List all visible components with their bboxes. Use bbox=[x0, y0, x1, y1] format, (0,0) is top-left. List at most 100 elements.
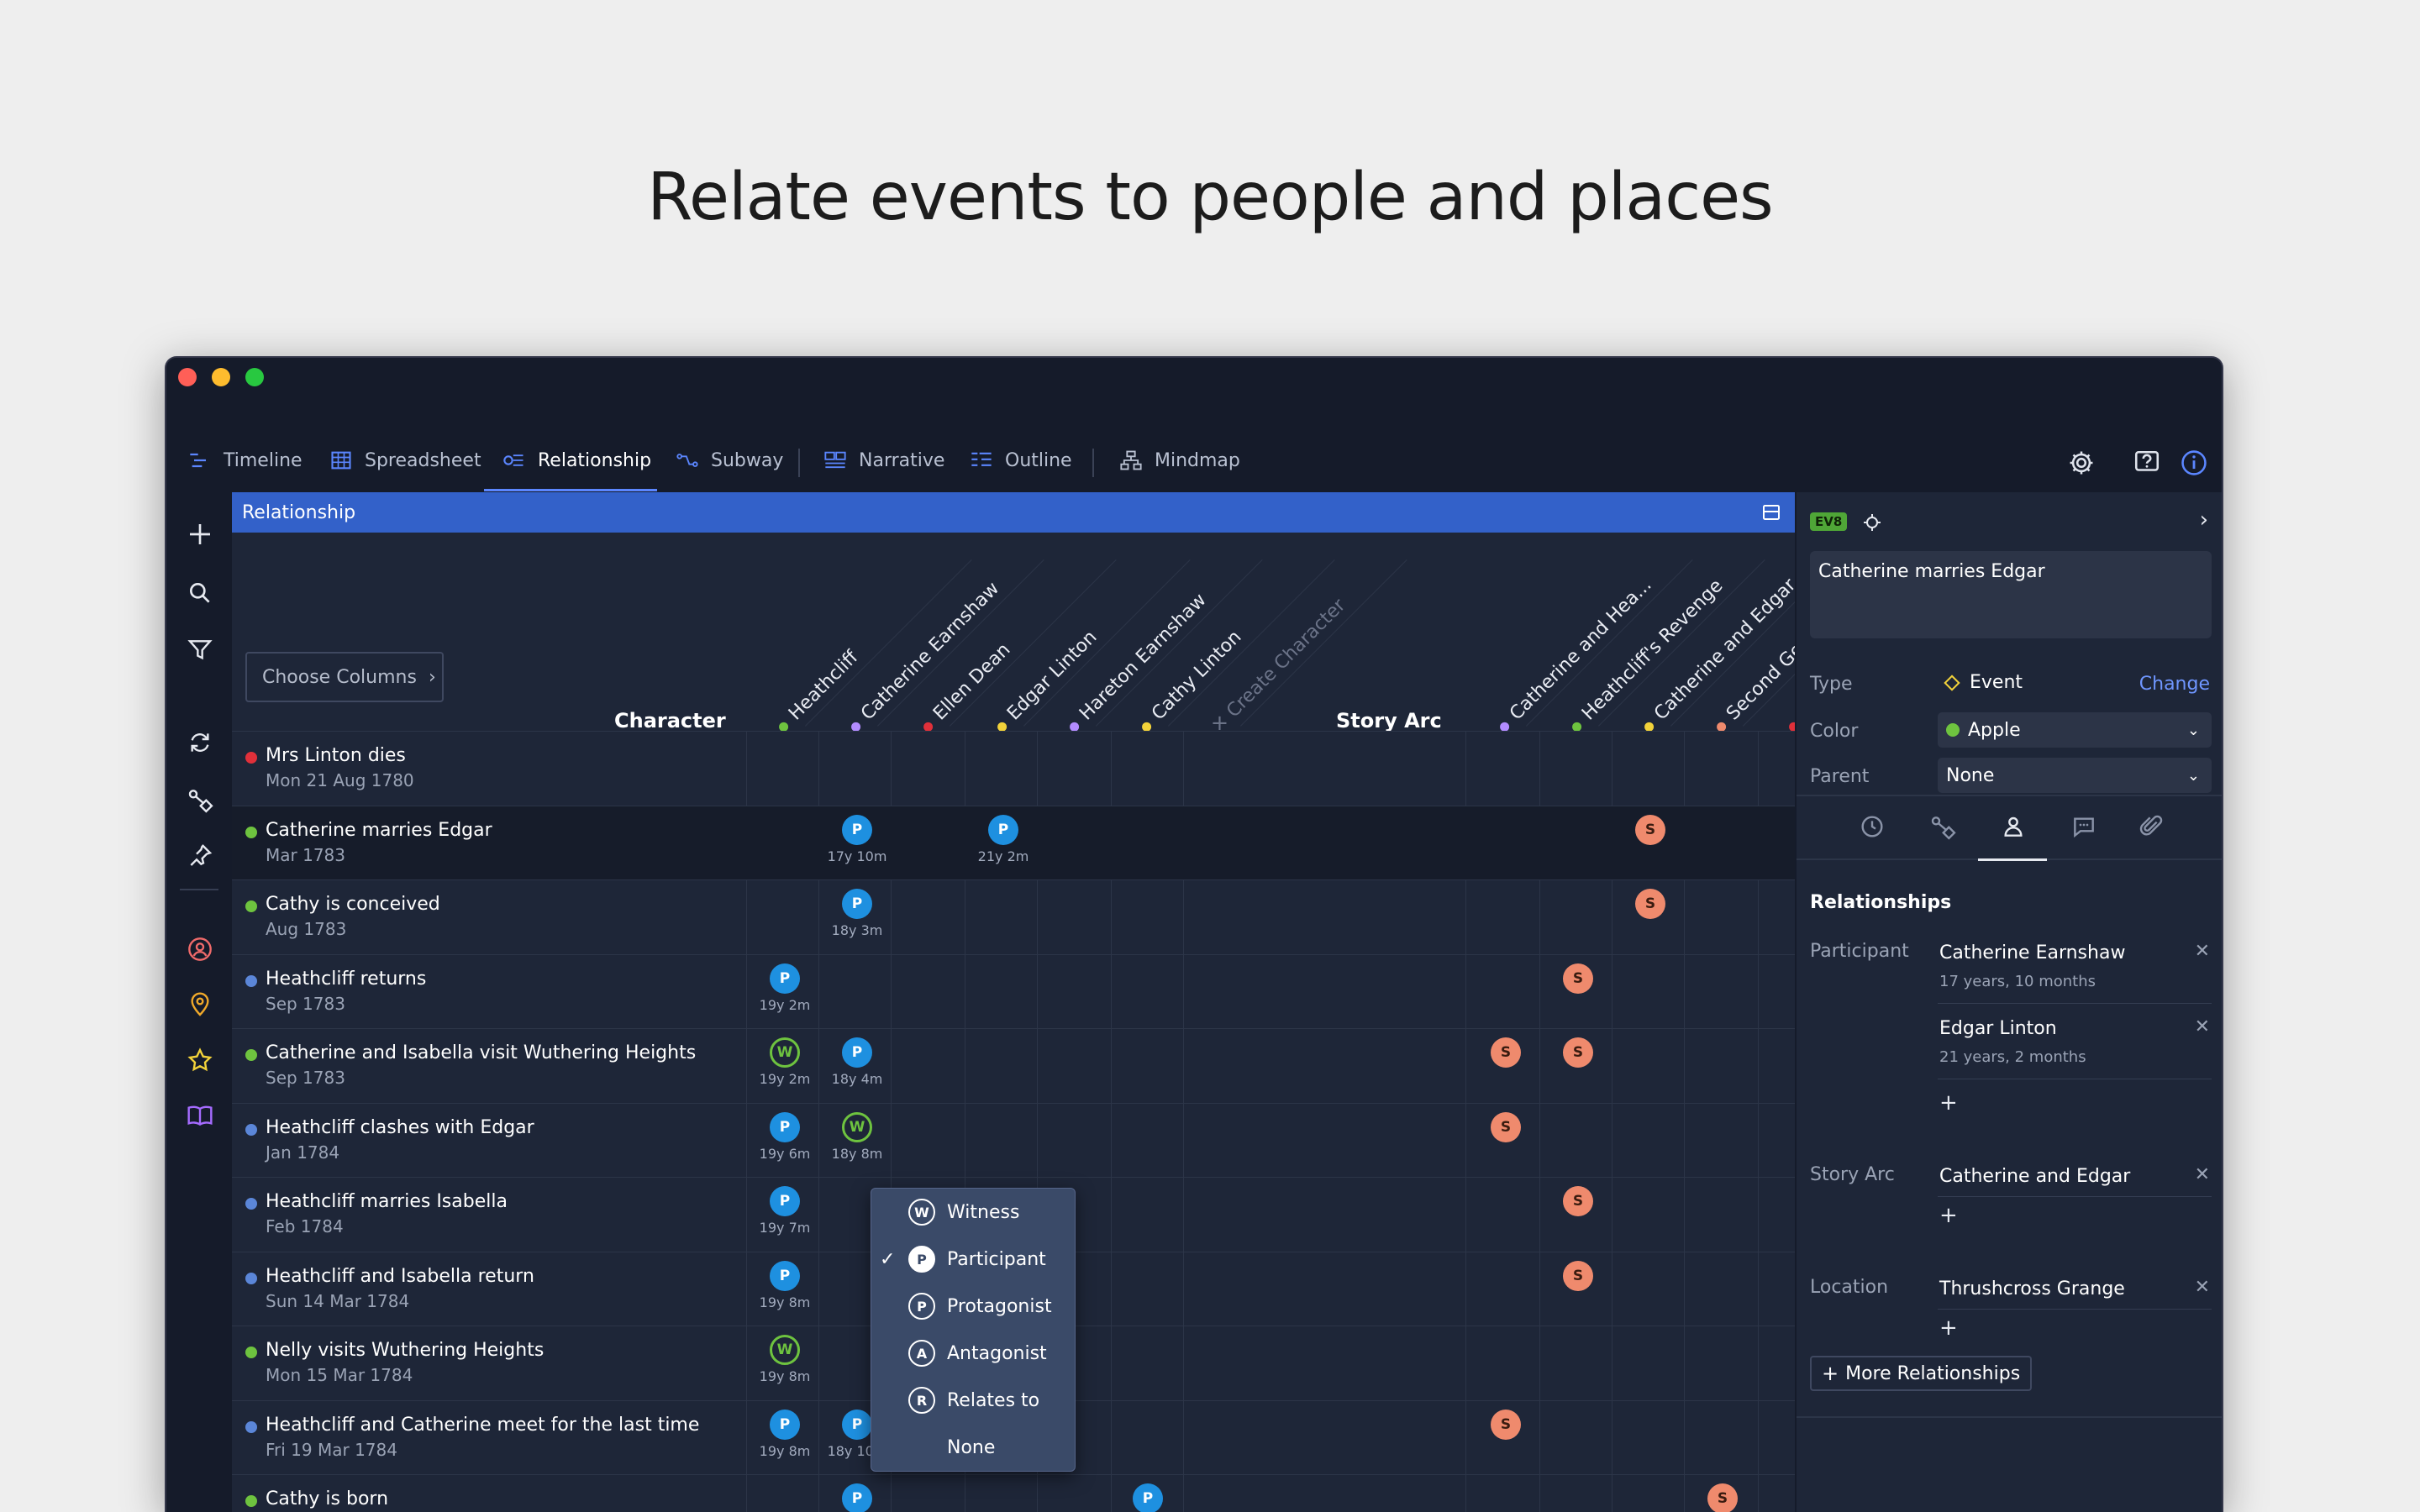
choose-columns-button[interactable]: Choose Columns› bbox=[245, 652, 444, 702]
role-badge[interactable]: W bbox=[842, 1111, 872, 1142]
tab-outline[interactable]: Outline bbox=[966, 442, 1072, 479]
remove-story-arc-icon[interactable]: ✕ bbox=[2194, 1164, 2210, 1185]
role-badge[interactable]: P bbox=[770, 963, 800, 994]
story-arc-value[interactable]: Catherine and Edgar bbox=[1939, 1166, 2131, 1187]
role-badge[interactable]: P bbox=[770, 1409, 800, 1440]
story-arcs-star-icon[interactable] bbox=[187, 1047, 213, 1074]
change-type-link[interactable]: Change bbox=[2139, 674, 2210, 695]
character-column-header[interactable]: Catherine Earnshaw bbox=[844, 578, 1003, 737]
event-row[interactable]: Cathy is bornSat 20 Mar 1784P18y 10mP0sS bbox=[232, 1474, 1795, 1512]
tab-subway[interactable]: Subway bbox=[672, 442, 783, 479]
collapse-panel-icon[interactable] bbox=[1761, 502, 1781, 522]
tab-label: Spreadsheet bbox=[365, 449, 481, 471]
locate-target-icon[interactable] bbox=[1862, 512, 1882, 533]
locations-pin-icon[interactable] bbox=[187, 991, 213, 1018]
settings-gear-icon[interactable] bbox=[2067, 449, 2096, 477]
add-icon[interactable] bbox=[187, 521, 213, 548]
relationships-person-icon[interactable] bbox=[2000, 813, 2027, 840]
story-arc-badge[interactable]: S bbox=[1635, 889, 1665, 919]
zoom-window-button[interactable] bbox=[245, 368, 264, 386]
participant-name[interactable]: Edgar Linton bbox=[1939, 1018, 2057, 1039]
tab-timeline[interactable]: Timeline bbox=[185, 442, 302, 479]
story-arc-badge[interactable]: S bbox=[1491, 1037, 1521, 1068]
event-title-field[interactable]: Catherine marries Edgar bbox=[1810, 551, 2212, 638]
story-arc-badge[interactable]: S bbox=[1491, 1409, 1521, 1440]
toolbar-divider bbox=[180, 889, 218, 890]
event-title: Cathy is born bbox=[266, 1488, 389, 1509]
story-arc-badge[interactable]: S bbox=[1563, 1186, 1593, 1216]
story-arc-badge[interactable]: S bbox=[1563, 963, 1593, 994]
character-column-heading: Character bbox=[614, 709, 726, 732]
remove-location-icon[interactable]: ✕ bbox=[2194, 1277, 2210, 1298]
characters-icon[interactable] bbox=[187, 936, 213, 963]
tab-mindmap[interactable]: Mindmap bbox=[1116, 442, 1240, 479]
menu-item-none[interactable]: None bbox=[871, 1424, 1075, 1471]
event-title: Heathcliff clashes with Edgar bbox=[266, 1116, 534, 1138]
attachment-paperclip-icon[interactable] bbox=[2138, 813, 2165, 840]
role-badge[interactable]: P bbox=[770, 1260, 800, 1291]
search-icon[interactable] bbox=[187, 580, 213, 606]
info-icon[interactable] bbox=[2180, 449, 2208, 477]
role-badge[interactable]: P bbox=[988, 814, 1018, 845]
chevron-right-icon[interactable]: › bbox=[2199, 507, 2208, 533]
location-value[interactable]: Thrushcross Grange bbox=[1939, 1278, 2125, 1299]
sync-icon[interactable] bbox=[187, 729, 213, 756]
story-arc-badge[interactable]: S bbox=[1563, 1037, 1593, 1068]
story-arc-badge[interactable]: S bbox=[1635, 814, 1665, 845]
role-badge[interactable]: P bbox=[1133, 1483, 1163, 1512]
book-icon[interactable] bbox=[187, 1102, 213, 1129]
role-letter-icon: A bbox=[908, 1340, 935, 1367]
role-badge[interactable]: P bbox=[842, 814, 872, 845]
story-arc-badge[interactable]: S bbox=[1563, 1260, 1593, 1291]
role-badge[interactable]: P bbox=[770, 1186, 800, 1216]
role-badge[interactable]: P bbox=[842, 889, 872, 919]
grid-column-line bbox=[891, 731, 892, 1512]
role-badge[interactable]: P bbox=[842, 1483, 872, 1512]
color-select[interactable]: Apple ⌄ bbox=[1938, 712, 2212, 748]
story-arc-badge[interactable]: S bbox=[1491, 1111, 1521, 1142]
tab-narrative[interactable]: Narrative bbox=[820, 442, 944, 479]
role-badge[interactable]: P bbox=[770, 1111, 800, 1142]
role-badge[interactable]: P bbox=[842, 1037, 872, 1068]
role-badge[interactable]: W bbox=[770, 1037, 800, 1068]
filter-icon[interactable] bbox=[187, 637, 213, 664]
add-story-arc-icon[interactable]: + bbox=[1939, 1203, 1958, 1228]
pin-icon[interactable] bbox=[187, 842, 213, 869]
remove-participant-icon[interactable]: ✕ bbox=[2194, 941, 2210, 962]
role-badge[interactable]: W bbox=[770, 1335, 800, 1365]
tab-spreadsheet[interactable]: Spreadsheet bbox=[326, 442, 481, 479]
comments-icon[interactable] bbox=[2070, 813, 2097, 840]
story-arc-badge[interactable]: S bbox=[1707, 1483, 1738, 1512]
tab-relationship[interactable]: Relationship bbox=[499, 442, 651, 479]
minimize-window-button[interactable] bbox=[212, 368, 230, 386]
parent-select[interactable]: None ⌄ bbox=[1938, 758, 2212, 793]
close-window-button[interactable] bbox=[178, 368, 197, 386]
grid-column-line bbox=[1539, 731, 1540, 1512]
add-participant-icon[interactable]: + bbox=[1939, 1090, 1958, 1116]
divider bbox=[1938, 1309, 2212, 1310]
left-toolbar bbox=[166, 492, 232, 1512]
role-badge[interactable]: P bbox=[842, 1409, 872, 1440]
panel-title: Relationship bbox=[242, 501, 356, 523]
event-row[interactable]: Catherine and Isabella visit Wuthering H… bbox=[232, 1028, 1795, 1103]
participant-name[interactable]: Catherine Earnshaw bbox=[1939, 942, 2126, 963]
more-relationships-button[interactable]: +More Relationships bbox=[1810, 1356, 2033, 1391]
history-clock-icon[interactable] bbox=[1859, 813, 1886, 840]
relationship-link-icon[interactable] bbox=[187, 786, 213, 813]
add-location-icon[interactable]: + bbox=[1939, 1315, 1958, 1341]
help-icon[interactable] bbox=[2133, 449, 2161, 477]
remove-participant-icon[interactable]: ✕ bbox=[2194, 1016, 2210, 1037]
links-icon[interactable] bbox=[1929, 813, 1956, 840]
